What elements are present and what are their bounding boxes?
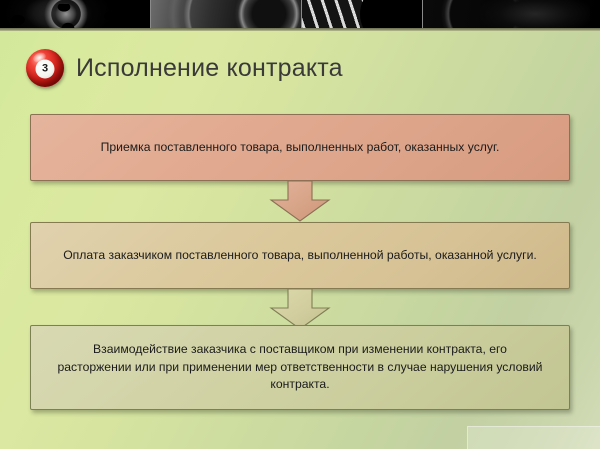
badge-number: 3 xyxy=(35,59,55,79)
tire-tread-photo xyxy=(423,0,600,28)
flow-step-text: Оплата заказчиком поставленного товара, … xyxy=(63,247,537,262)
billiard-ball-icon: 3 xyxy=(26,49,64,87)
banner-divider xyxy=(301,0,302,28)
alloy-wheel-photo xyxy=(0,0,150,28)
wheel-rim-photo xyxy=(151,0,301,28)
slide-title-row: 3 Исполнение контракта xyxy=(26,48,343,88)
flow-step-acceptance: Приемка поставленного товара, выполненны… xyxy=(30,114,570,181)
down-arrow-icon xyxy=(262,289,338,330)
down-arrow-icon xyxy=(262,181,338,222)
banner-divider xyxy=(150,0,151,28)
banner-bottom-rule xyxy=(0,28,600,31)
banner-divider xyxy=(422,0,423,28)
decorative-photo-banner xyxy=(0,0,600,28)
corner-placeholder xyxy=(467,426,600,449)
flow-step-interaction: Взаимодействие заказчика с поставщиком п… xyxy=(30,325,570,410)
flow-step-text: Взаимодействие заказчика с поставщиком п… xyxy=(57,341,543,392)
flow-step-payment: Оплата заказчиком поставленного товара, … xyxy=(30,222,570,289)
page-title: Исполнение контракта xyxy=(76,53,343,82)
brake-disc-photo xyxy=(302,0,422,28)
flow-step-text: Приемка поставленного товара, выполненны… xyxy=(100,139,500,154)
